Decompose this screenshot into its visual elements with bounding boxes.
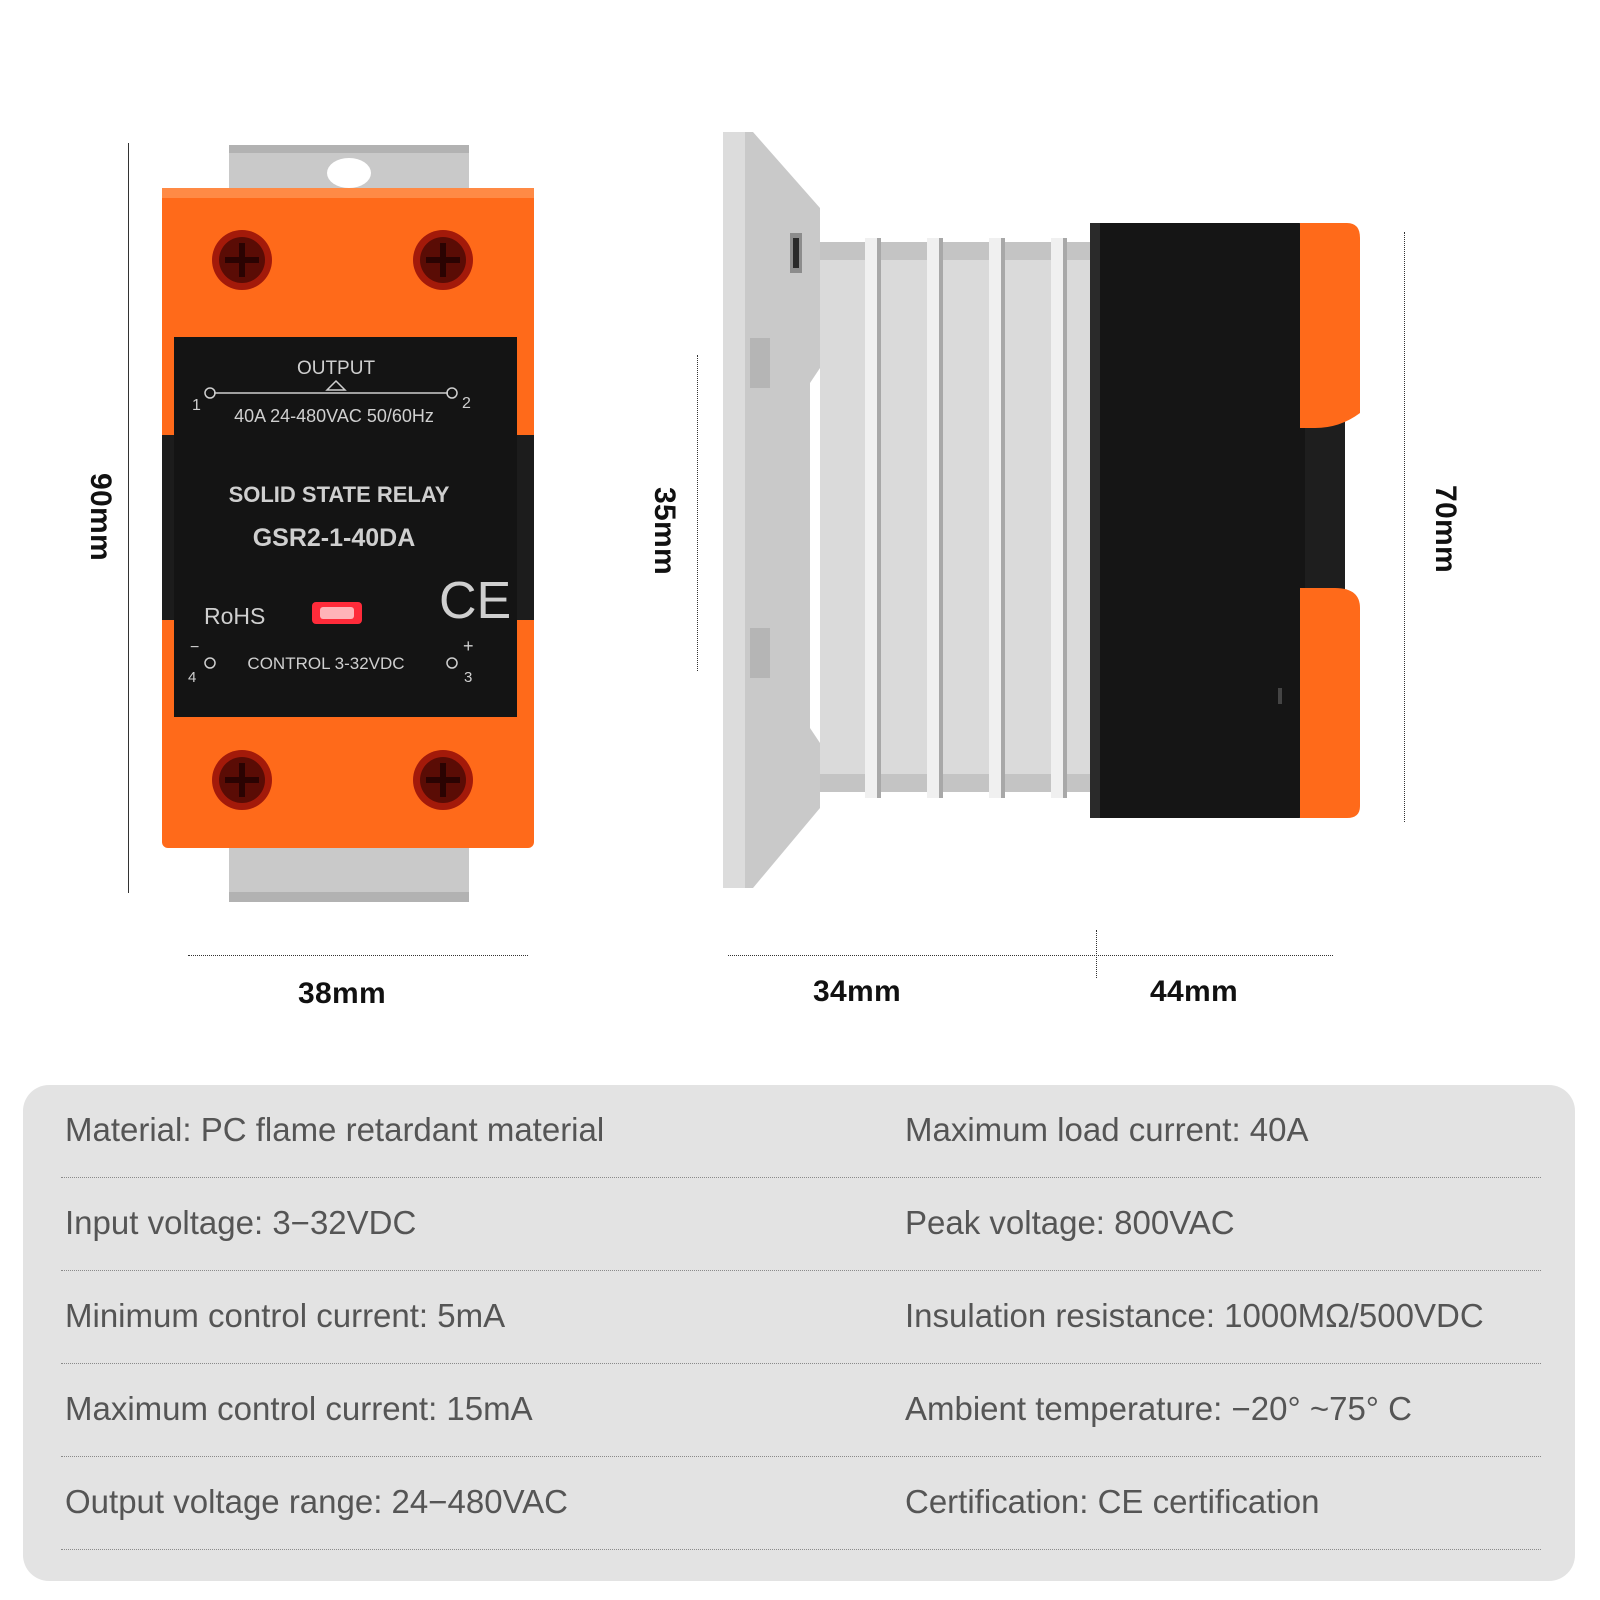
terminal-1-label: 1 (192, 397, 201, 414)
ce-mark: CE (439, 572, 511, 630)
screw-top-left (212, 230, 272, 290)
mount-height-line (697, 355, 698, 671)
spec-row: Maximum control current: 15mA Ambient te… (61, 1364, 1541, 1457)
orange-end-top (1300, 223, 1360, 428)
control-label: CONTROL 3-32VDC (247, 654, 404, 673)
spec-ambient-temperature: Ambient temperature: −20° ~75° C (905, 1390, 1413, 1427)
relay-side-view (723, 132, 1360, 888)
spec-row: Output voltage range: 24−480VAC Certific… (61, 1457, 1541, 1550)
side-right-label: 44mm (1150, 975, 1238, 1008)
body-height-line (1404, 232, 1405, 822)
width-front-label: 38mm (298, 977, 386, 1010)
side-left-label: 34mm (813, 975, 901, 1008)
rohs-label: RoHS (204, 603, 265, 629)
side-divider-tick (1096, 930, 1097, 978)
relay-label-panel (174, 337, 517, 717)
output-rating: 40A 24-480VAC 50/60Hz (234, 406, 434, 426)
plus-sign: + (463, 636, 474, 656)
spec-row: Material: PC flame retardant material Ma… (61, 1085, 1541, 1178)
din-mount (723, 132, 820, 888)
terminal-4-label: 4 (188, 669, 196, 686)
spec-material: Material: PC flame retardant material (65, 1111, 605, 1148)
height-body-label: 70mm (1429, 485, 1462, 573)
height-front-label: 90mm (84, 473, 117, 561)
screw-top-right (413, 230, 473, 290)
width-dimension-line (188, 955, 528, 956)
height-mount-label: 35mm (648, 487, 681, 575)
specs-panel: Material: PC flame retardant material Ma… (23, 1085, 1575, 1581)
spec-min-control-current: Minimum control current: 5mA (65, 1297, 506, 1334)
bracket-bottom (229, 840, 469, 902)
spec-max-load-current: Maximum load current: 40A (905, 1111, 1309, 1148)
screw-bottom-right (413, 750, 473, 810)
height-dimension-line (128, 143, 129, 893)
relay-front-view: OUTPUT 1 2 40A 24-480VAC 50/60Hz SOLID S… (162, 145, 534, 902)
screw-bottom-left (212, 750, 272, 810)
relay-body-black (1090, 223, 1305, 818)
spec-input-voltage: Input voltage: 3−32VDC (65, 1204, 417, 1241)
spec-insulation-resistance: Insulation resistance: 1000MΩ/500VDC (905, 1297, 1484, 1334)
heatsink-fins (865, 238, 1067, 798)
model-number: GSR2-1-40DA (253, 524, 416, 552)
orange-end-bottom (1300, 588, 1360, 818)
spec-certification: Certification: CE certification (905, 1483, 1320, 1520)
spec-output-voltage-range: Output voltage range: 24−480VAC (65, 1483, 568, 1520)
minus-sign: − (190, 639, 199, 656)
spec-row: Input voltage: 3−32VDC Peak voltage: 800… (61, 1178, 1541, 1271)
terminal-3-label: 3 (464, 669, 472, 686)
spec-row: Minimum control current: 5mA Insulation … (61, 1271, 1541, 1364)
product-name: SOLID STATE RELAY (229, 482, 450, 507)
spec-max-control-current: Maximum control current: 15mA (65, 1390, 533, 1427)
side-dimension-line (728, 955, 1333, 956)
spec-peak-voltage: Peak voltage: 800VAC (905, 1204, 1235, 1241)
output-title: OUTPUT (297, 358, 376, 379)
terminal-2-label: 2 (462, 395, 471, 412)
bracket-hole-top (327, 158, 371, 188)
